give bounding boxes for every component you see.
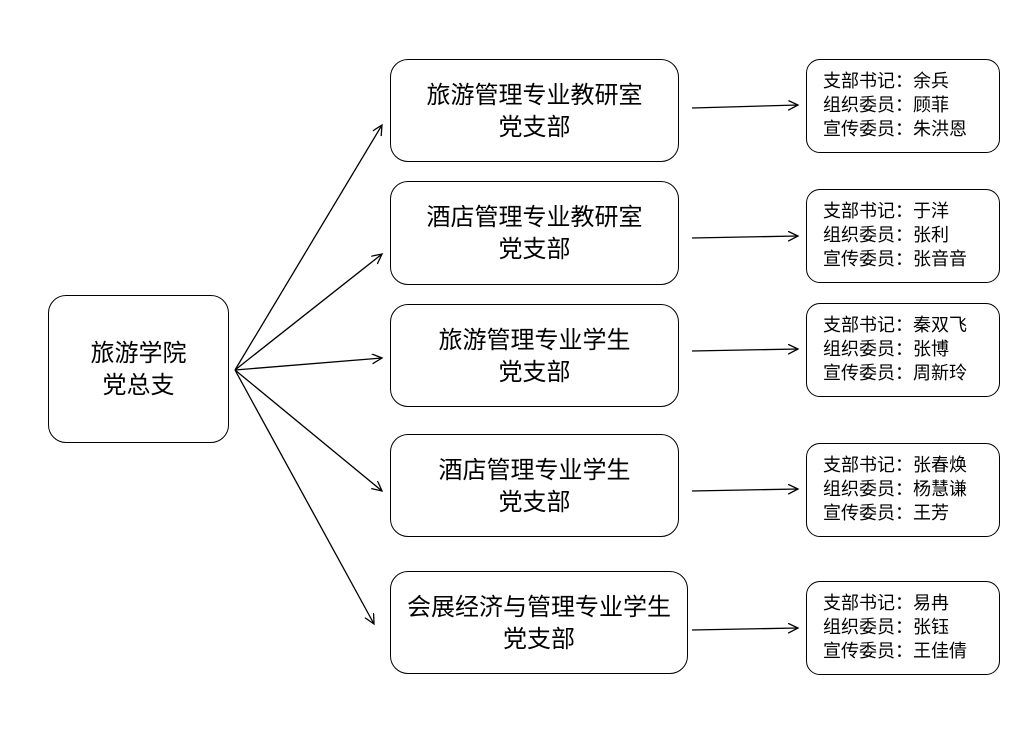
root-node: 旅游学院 党总支 — [48, 295, 229, 443]
members-box-3: 支部书记：秦双飞 组织委员：张博 宣传委员：周新玲 — [806, 303, 1000, 397]
member-organizer: 组织委员：张钰 — [823, 617, 949, 638]
member-secretary: 支部书记：张春焕 — [823, 455, 967, 476]
member-publicity: 宣传委员：张音音 — [823, 249, 967, 270]
branch-node-1: 旅游管理专业教研室 党支部 — [390, 59, 679, 162]
arrow-branch-4-members — [691, 489, 798, 491]
member-secretary: 支部书记：于洋 — [823, 201, 949, 222]
arrow-root-branch-2 — [234, 254, 382, 371]
member-organizer: 组织委员：张博 — [823, 339, 949, 360]
member-organizer: 组织委员：张利 — [823, 225, 949, 246]
branch-node-4: 酒店管理专业学生 党支部 — [390, 434, 679, 537]
members-box-4: 支部书记：张春焕 组织委员：杨慧谦 宣传委员：王芳 — [806, 443, 1000, 537]
member-organizer: 组织委员：顾菲 — [823, 95, 949, 116]
arrow-root-branch-5 — [234, 369, 374, 624]
member-secretary: 支部书记：易冉 — [823, 593, 949, 614]
branch-2-line2: 党支部 — [498, 235, 571, 263]
branch-3-line1: 旅游管理专业学生 — [438, 325, 631, 354]
arrow-branch-2-members — [691, 236, 798, 238]
members-box-2: 支部书记：于洋 组织委员：张利 宣传委员：张音音 — [806, 189, 1000, 283]
branch-node-3: 旅游管理专业学生 党支部 — [390, 304, 679, 407]
branch-3-line2: 党支部 — [498, 357, 571, 386]
arrow-branch-5-members — [691, 628, 798, 630]
member-organizer: 组织委员：杨慧谦 — [823, 479, 967, 500]
root-title-line2: 党总支 — [102, 371, 175, 399]
branch-node-2: 酒店管理专业教研室 党支部 — [390, 181, 679, 285]
members-box-1: 支部书记：余兵 组织委员：顾菲 宣传委员：朱洪恩 — [806, 59, 1000, 153]
arrow-branch-3-members — [691, 349, 798, 351]
branch-1-line1: 旅游管理专业教研室 — [426, 80, 643, 109]
branch-1-line2: 党支部 — [498, 112, 571, 141]
branch-5-line1: 会展经济与管理专业学生 — [407, 592, 671, 621]
root-title-line1: 旅游学院 — [90, 339, 187, 367]
arrow-root-branch-1 — [234, 125, 382, 371]
member-publicity: 宣传委员：周新玲 — [823, 363, 967, 384]
arrow-root-branch-4 — [234, 369, 382, 491]
members-box-5: 支部书记：易冉 组织委员：张钰 宣传委员：王佳倩 — [806, 581, 1000, 675]
branch-2-line1: 酒店管理专业教研室 — [426, 203, 643, 231]
member-publicity: 宣传委员：王芳 — [823, 503, 949, 524]
member-publicity: 宣传委员：王佳倩 — [823, 641, 967, 662]
member-secretary: 支部书记：余兵 — [823, 71, 949, 92]
branch-5-line2: 党支部 — [503, 624, 575, 653]
branch-node-5: 会展经济与管理专业学生 党支部 — [390, 571, 688, 674]
branch-4-line2: 党支部 — [498, 487, 571, 516]
branch-4-line1: 酒店管理专业学生 — [438, 455, 631, 484]
member-secretary: 支部书记：秦双飞 — [823, 315, 967, 336]
arrow-root-branch-3 — [234, 358, 382, 371]
member-publicity: 宣传委员：朱洪恩 — [823, 119, 967, 140]
arrow-branch-1-members — [691, 105, 798, 108]
